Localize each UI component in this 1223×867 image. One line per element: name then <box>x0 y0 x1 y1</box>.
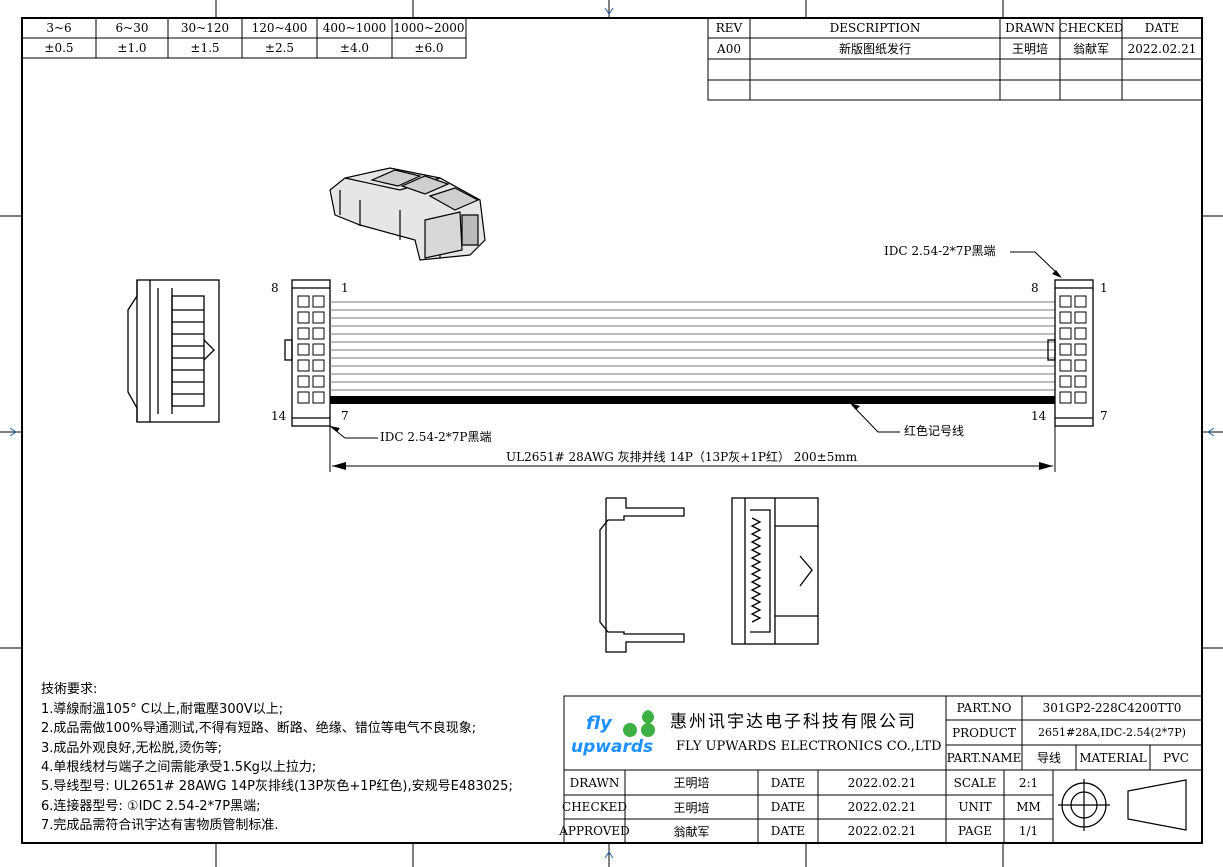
drawn-header: DRAWN <box>1005 21 1055 35</box>
tech-note-6: 6.连接器型号: ①IDC 2.54-2*7P黑端; <box>41 799 261 814</box>
checked-date: 2022.02.21 <box>847 800 917 814</box>
tech-note-7: 7.完成品需符合讯宇达有害物质管制标准. <box>41 818 279 833</box>
checked-value: 翁献军 <box>1072 42 1109 56</box>
product-label: PRODUCT <box>952 725 1016 740</box>
date-value: 2022.02.21 <box>1127 41 1197 56</box>
drawn-date-label: DATE <box>770 775 806 790</box>
cable-dimension-label: UL2651# 28AWG 灰排并线 14P（13P灰+1P红） 200±5mm <box>506 450 858 464</box>
logo-upwards-text: upwards <box>571 737 654 757</box>
left-pin-14: 14 <box>271 409 287 423</box>
tolerance-range-5: 400~1000 <box>322 21 387 35</box>
drawn-date: 2022.02.21 <box>847 775 917 790</box>
tech-note-4: 4.单根线材与端子之间需能承受1.5Kg以上拉力; <box>41 760 317 775</box>
checked-label: CHECKED <box>562 800 627 814</box>
logo-fly-text: fly <box>586 713 612 734</box>
part-no-value: 301GP2-228C4200TT0 <box>1042 701 1182 715</box>
right-pin-1: 1 <box>1100 281 1108 295</box>
material-label: MATERIAL <box>1079 750 1147 765</box>
product-value: 2651#28A,IDC-2.54(2*7P) <box>1038 726 1186 739</box>
checked-name: 王明培 <box>673 800 710 815</box>
tech-note-5: 5.导线型号: UL2651# 28AWG 14P灰排线(13P灰色+1P红色)… <box>41 779 513 794</box>
scale-label: SCALE <box>953 775 997 790</box>
unit-label: UNIT <box>958 800 992 814</box>
drawn-value: 王明培 <box>1011 42 1048 56</box>
unit-value: MM <box>1016 800 1041 814</box>
tech-note-1: 1.導線耐溫105° C以上,耐電壓300V以上; <box>41 702 284 717</box>
description-value: 新版图纸发行 <box>838 42 911 56</box>
part-name-label: PART.NAME <box>946 750 1022 765</box>
tech-notes-title: 技術要求: <box>41 682 98 697</box>
company-name-cn: 惠州讯宇达电子科技有限公司 <box>670 712 917 732</box>
checked-header: CHECKED <box>1058 21 1124 35</box>
left-pin-8: 8 <box>271 281 279 295</box>
approved-label: APPROVED <box>559 824 630 838</box>
tolerance-value-5: ±4.0 <box>339 41 370 55</box>
scale-value: 2:1 <box>1018 775 1039 790</box>
checked-date-label: DATE <box>770 800 806 814</box>
idc-bottom-label: IDC 2.54-2*7P黑端 <box>380 430 492 444</box>
tolerance-range-3: 30~120 <box>180 21 230 35</box>
company-name-en: FLY UPWARDS ELECTRONICS CO.,LTD <box>676 739 942 754</box>
approved-name: 翁献军 <box>673 824 710 839</box>
date-header: DATE <box>1144 21 1180 35</box>
tolerance-range-2: 6~30 <box>115 21 149 35</box>
left-pin-1: 1 <box>341 281 349 295</box>
tech-note-3: 3.成品外观良好,无松脱,烫伤等; <box>41 741 223 756</box>
approved-date: 2022.02.21 <box>847 824 917 838</box>
tolerance-value-3: ±1.5 <box>190 41 220 55</box>
drawn-label: DRAWN <box>569 775 620 790</box>
tolerance-range-6: 1000~2000 <box>393 21 465 35</box>
part-no-label: PART.NO <box>956 701 1012 715</box>
right-pin-8: 8 <box>1031 281 1039 295</box>
right-pin-7: 7 <box>1100 409 1108 423</box>
tolerance-value-2: ±1.0 <box>117 41 147 55</box>
description-header: DESCRIPTION <box>829 21 921 35</box>
right-pin-14: 14 <box>1031 409 1047 423</box>
material-value: PVC <box>1163 750 1189 765</box>
tolerance-value-4: ±2.5 <box>264 41 295 55</box>
red-wire-label: 红色记号线 <box>904 424 965 438</box>
idc-top-label: IDC 2.54-2*7P黑端 <box>884 244 996 258</box>
rev-header: REV <box>715 21 743 35</box>
tolerance-range-1: 3~6 <box>46 21 72 35</box>
part-name-value: 导线 <box>1036 751 1061 765</box>
approved-date-label: DATE <box>770 824 806 838</box>
drawn-name: 王明培 <box>673 776 710 790</box>
left-pin-7: 7 <box>341 409 349 423</box>
page-label: PAGE <box>958 824 992 838</box>
tolerance-range-4: 120~400 <box>251 21 308 35</box>
tolerance-value-1: ±0.5 <box>44 41 74 55</box>
page-value: 1/1 <box>1018 824 1039 838</box>
tolerance-value-6: ±6.0 <box>414 41 444 55</box>
rev-value: A00 <box>717 41 741 56</box>
tech-note-2: 2.成品需做100%导通测试,不得有短路、断路、绝缘、错位等电气不良现象; <box>41 721 477 736</box>
